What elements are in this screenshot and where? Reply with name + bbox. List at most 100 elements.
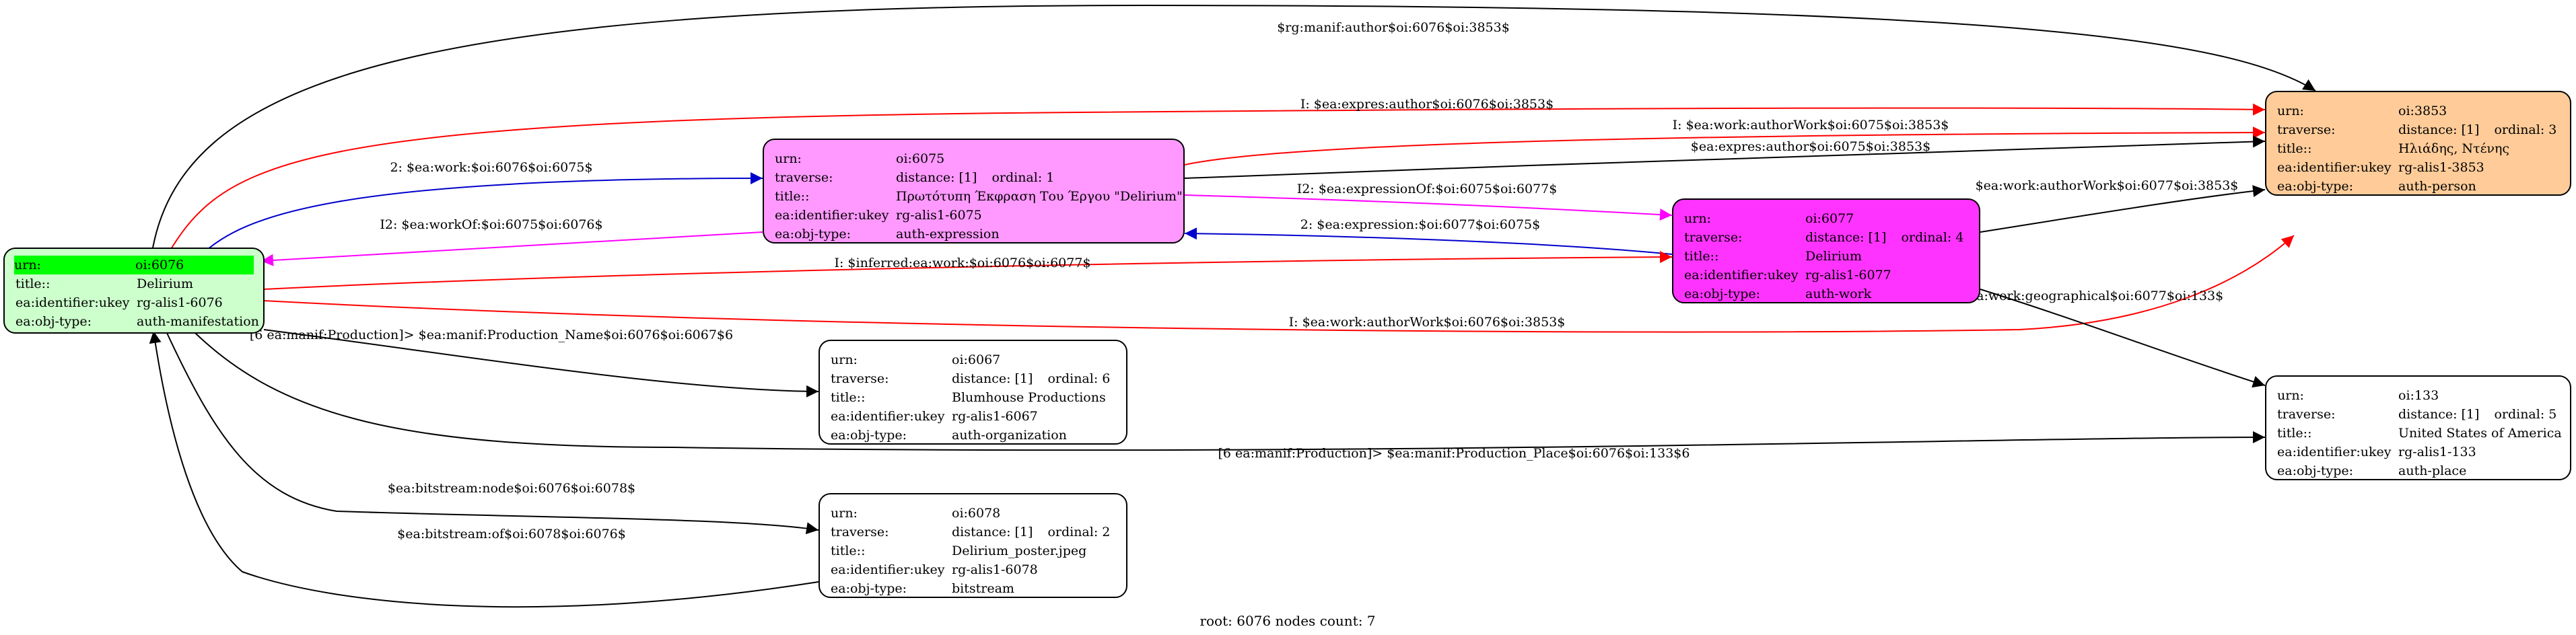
node-value-part: rg-alis1-6075 <box>896 208 982 223</box>
node-field-key: traverse: <box>2277 122 2336 137</box>
edge-label: [6 ea:manif:Production]> $ea:manif:Produ… <box>1218 446 1690 461</box>
edge-label: $ea:expres:author$oi:6075$oi:3853$ <box>1691 139 1930 154</box>
edge-expres-author-6076 <box>164 103 2266 260</box>
edge-label: 2: $ea:work:$oi:6076$oi:6075$ <box>390 160 592 175</box>
node-field-value: distance: [1]ordinal: 5 <box>2398 405 2556 424</box>
node-field-value: distance: [1]ordinal: 1 <box>896 168 1054 187</box>
node-value-part: oi:6077 <box>1805 211 1854 226</box>
edge-label: $ea:work:authorWork$oi:6077$oi:3853$ <box>1976 178 2239 193</box>
node-field-value: auth-person <box>2398 177 2476 196</box>
node-field-value: oi:6078 <box>952 504 1000 523</box>
edge-work-authorwork-6075 <box>1184 126 2266 165</box>
edge-label: 2: $ea:expression:$oi:6077$oi:6075$ <box>1300 217 1541 232</box>
node-field-value: rg-alis1-3853 <box>2398 158 2484 177</box>
node-field-key: title:: <box>1684 249 1719 264</box>
node-field-key: title:: <box>831 544 866 558</box>
node-field-value: oi:6077 <box>1805 209 1854 228</box>
node-row: ea:obj-type:auth-person <box>2277 177 2559 196</box>
node-row: title::Ηλιάδης, Ντένης <box>2277 139 2559 158</box>
node-field-value: Delirium <box>1805 247 1862 266</box>
edge-bitstream-node <box>166 332 819 535</box>
node-field-key: urn: <box>775 151 802 166</box>
node-field-value: bitstream <box>952 579 1014 598</box>
node-field-key: ea:obj-type: <box>15 314 92 329</box>
edge-authorwork-6076 <box>263 235 2295 333</box>
edge-geographical-6077-133 <box>1980 289 2266 388</box>
node-value-part: auth-manifestation <box>137 314 259 329</box>
node-value-part: oi:3853 <box>2398 104 2447 118</box>
node-field-value: rg-alis1-6075 <box>896 206 982 225</box>
node-value-part: rg-alis1-133 <box>2398 445 2476 459</box>
node-row: ea:obj-type:bitstream <box>831 579 1115 598</box>
node-row: traverse: distance: [1]ordinal: 5 <box>2277 405 2559 424</box>
node-field-key: urn: <box>2277 388 2304 403</box>
node-row: urn:oi:6078 <box>831 504 1115 523</box>
node-field-value: Delirium <box>137 274 193 293</box>
node-field-value: Blumhouse Productions <box>952 388 1106 407</box>
node-field-key: ea:obj-type: <box>2277 463 2354 478</box>
node-field-key: ea:identifier:ukey <box>831 562 945 577</box>
node-row: traverse: distance: [1] ordinal: 3 <box>2277 120 2559 139</box>
node-field-key: traverse: <box>1684 230 1743 245</box>
node-value-part: distance: [1] <box>2398 122 2480 137</box>
node-row: ea:obj-type:auth-expression <box>775 225 1173 244</box>
node-field-value: rg-alis1-6077 <box>1805 266 1891 285</box>
edge-workof-6075-6076 <box>260 231 763 266</box>
node-field-key: urn: <box>14 256 135 274</box>
node-field-key: title:: <box>831 390 866 405</box>
node-row: urn: oi:6075 <box>775 149 1173 168</box>
node-row: traverse:distance: [1]ordinal: 6 <box>831 369 1115 388</box>
node-row: title::Πρωτότυπη Έκφραση Του Έργου "Deli… <box>775 187 1183 206</box>
node-field-value: rg-alis1-6067 <box>952 407 1038 426</box>
node-field-key: ea:obj-type: <box>1684 287 1761 301</box>
node-field-value: Πρωτότυπη Έκφραση Του Έργου "Delirium" <box>896 187 1183 206</box>
node-field-key: title:: <box>775 189 810 204</box>
node-field-key: urn: <box>2277 104 2304 118</box>
node-field-value: oi:6075 <box>896 149 944 168</box>
node-field-value: auth-organization <box>952 426 1067 445</box>
node-field-value: oi:6076 <box>135 256 254 274</box>
node-row: title::Delirium_poster.jpeg <box>831 541 1115 560</box>
node-value-part: ordinal: 2 <box>1047 525 1111 539</box>
node-field-value: rg-alis1-6076 <box>137 293 223 312</box>
node-row: urn:oi:6076 <box>14 256 254 274</box>
graph-footer: root: 6076 nodes count: 7 <box>1199 613 1375 629</box>
node-field-value: auth-expression <box>896 225 1000 244</box>
edge-bitstream-of <box>149 330 819 608</box>
edge-label: $ea:bitstream:of$oi:6078$oi:6076$ <box>397 527 626 541</box>
node-field-value: distance: [1] ordinal: 3 <box>2398 120 2556 139</box>
node-value-part: rg-alis1-6067 <box>952 409 1038 424</box>
node-value-part: distance: [1] <box>2398 407 2480 422</box>
node-field-value: oi:6067 <box>952 350 1000 369</box>
node-row: ea:obj-type: auth-manifestation <box>15 312 259 331</box>
edge-inferred-work-6076-6077 <box>263 251 1673 290</box>
node-field-value: rg-alis1-133 <box>2398 443 2476 461</box>
edge-label: I2: $ea:workOf:$oi:6075$oi:6076$ <box>380 217 602 232</box>
node-row: title::Blumhouse Productions <box>831 388 1115 407</box>
node-value-part: ordinal: 3 <box>2494 122 2557 137</box>
node-field-value: oi:3853 <box>2398 102 2447 120</box>
node-field-key: title:: <box>15 276 50 291</box>
edge-production-place <box>195 332 2266 451</box>
node-value-part: oi:6078 <box>952 506 1001 521</box>
node-field-key: traverse: <box>2277 407 2336 422</box>
node-field-value: auth-work <box>1805 285 1871 303</box>
node-value-part: Delirium <box>137 276 194 291</box>
node-oi-3853[interactable]: urn: oi:3853 traverse: distance: [1] ordinal… <box>2265 91 2571 196</box>
edge-label: $rg:manif:author$oi:6076$oi:3853$ <box>1277 20 1510 35</box>
node-value-part: ordinal: 6 <box>1047 371 1111 386</box>
node-value-part: distance: [1] <box>896 170 977 185</box>
node-row: title::Delirium <box>1684 247 1968 266</box>
node-value-part: Delirium <box>1805 249 1863 264</box>
